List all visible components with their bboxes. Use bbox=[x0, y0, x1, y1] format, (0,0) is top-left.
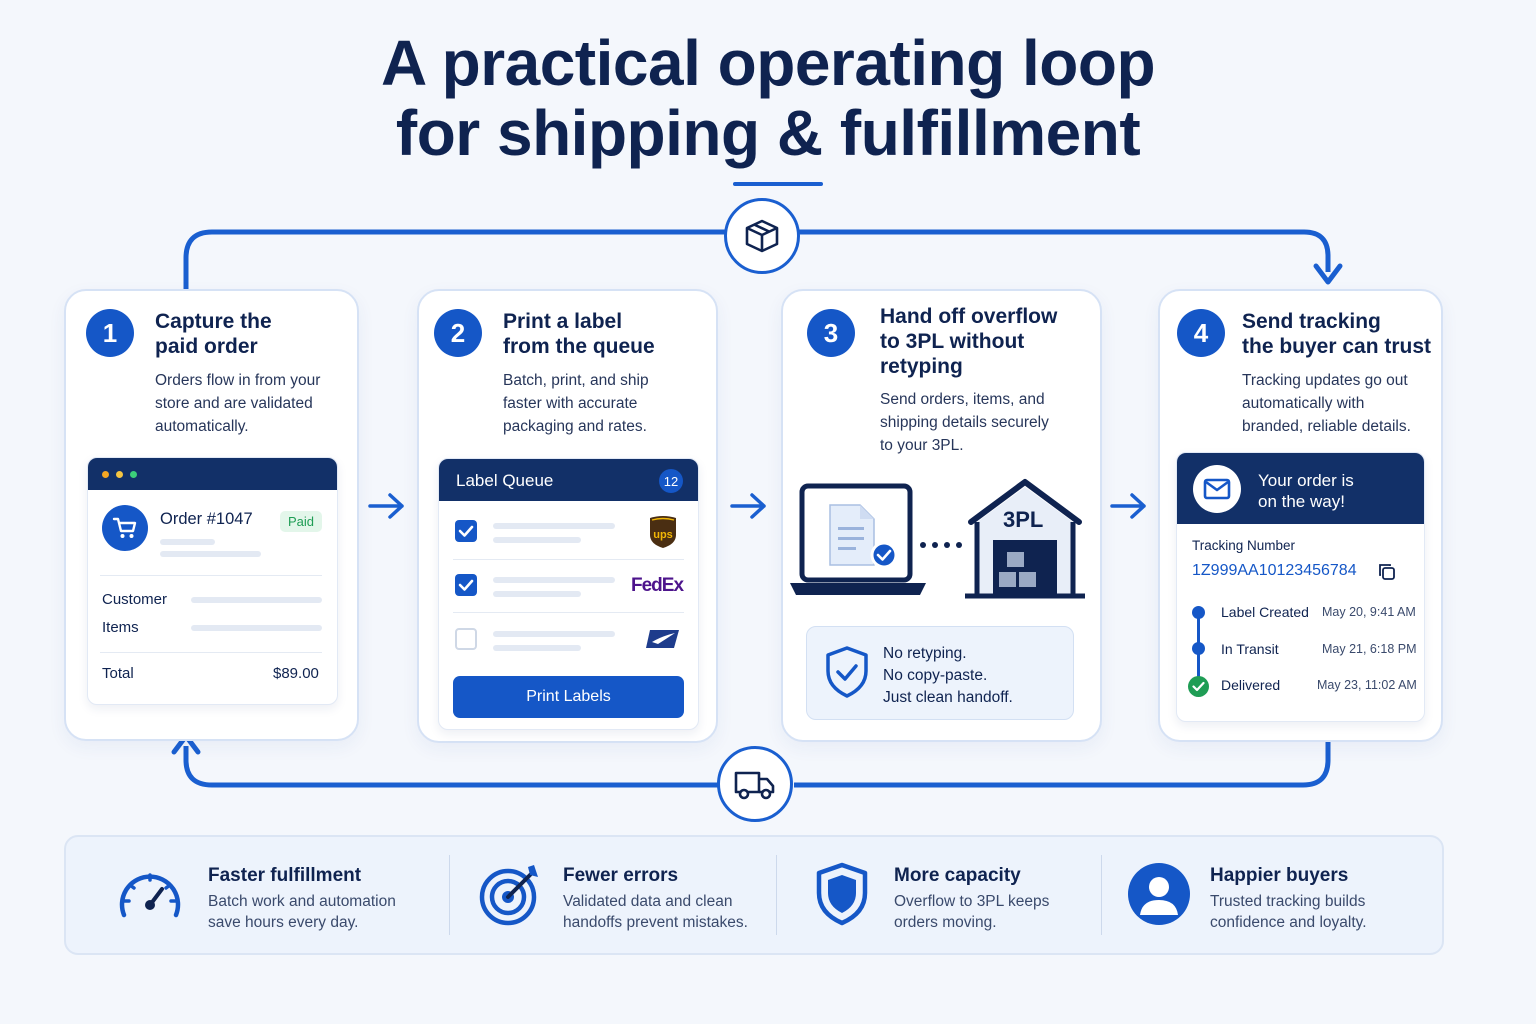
total-label: Total bbox=[102, 665, 134, 682]
step-3-description: Send orders, items, and shipping details… bbox=[880, 391, 1049, 454]
truck-icon bbox=[717, 746, 793, 822]
items-label: Items bbox=[102, 619, 139, 636]
row-checkbox[interactable] bbox=[455, 574, 477, 596]
placeholder-line bbox=[493, 645, 581, 651]
event-status: In Transit bbox=[1221, 641, 1279, 657]
customer-label: Customer bbox=[102, 591, 168, 608]
target-icon bbox=[478, 861, 544, 932]
title-line-2: for shipping & fulfillment bbox=[395, 97, 1141, 169]
arrow-right-icon bbox=[1110, 493, 1146, 519]
total-value: $89.00 bbox=[273, 665, 319, 682]
benefit-title: Fewer errors bbox=[563, 865, 679, 886]
title-line-1: A practical operating loop bbox=[380, 27, 1156, 99]
step-1-description: Orders flow in from your store and are v… bbox=[155, 372, 321, 435]
warehouse-icon bbox=[963, 478, 1087, 605]
placeholder-line bbox=[493, 631, 615, 637]
svg-text:ups: ups bbox=[653, 529, 673, 541]
timeline-dot bbox=[1192, 606, 1205, 619]
step-number-1: 1 bbox=[86, 309, 134, 357]
divider bbox=[776, 855, 777, 935]
order-panel bbox=[87, 457, 338, 705]
usps-eagle-icon bbox=[646, 628, 680, 655]
delivered-check-icon bbox=[1188, 676, 1209, 697]
laptop-icon bbox=[788, 483, 928, 606]
window-dot bbox=[130, 471, 137, 478]
title-underline bbox=[733, 182, 823, 186]
items-value-placeholder bbox=[191, 625, 322, 631]
handoff-text: No retyping. No copy-paste. Just clean h… bbox=[883, 645, 1013, 706]
cart-icon bbox=[102, 505, 148, 551]
window-bar bbox=[88, 458, 337, 490]
window-dot bbox=[102, 471, 109, 478]
customer-value-placeholder bbox=[191, 597, 322, 603]
placeholder-line bbox=[493, 577, 615, 583]
benefit-title: More capacity bbox=[894, 865, 1021, 886]
tracking-header-text: Your order is on the way! bbox=[1258, 471, 1354, 511]
benefit-description: Overflow to 3PL keeps orders moving. bbox=[894, 893, 1050, 931]
tracking-panel bbox=[1176, 452, 1425, 722]
order-number: Order #1047 bbox=[160, 510, 253, 528]
copy-icon[interactable] bbox=[1378, 563, 1396, 586]
placeholder-line bbox=[493, 537, 581, 543]
event-time: May 20, 9:41 AM bbox=[1322, 605, 1416, 619]
benefit-title: Happier buyers bbox=[1210, 865, 1349, 886]
event-time: May 23, 11:02 AM bbox=[1317, 678, 1417, 692]
shield-check-icon bbox=[824, 645, 870, 704]
mail-icon bbox=[1193, 465, 1241, 513]
user-icon bbox=[1128, 863, 1190, 925]
timeline-dot bbox=[1192, 642, 1205, 655]
fedex-logo: FedEx bbox=[631, 575, 684, 596]
ups-logo: ups bbox=[648, 515, 678, 554]
dotted-connector bbox=[919, 536, 965, 554]
placeholder-line bbox=[160, 539, 215, 545]
label-queue-header: Label Queue 12 bbox=[439, 459, 698, 501]
box-icon bbox=[724, 198, 800, 274]
step-4-description: Tracking updates go out automatically wi… bbox=[1242, 372, 1411, 435]
arrow-right-icon bbox=[368, 493, 404, 519]
shield-icon bbox=[815, 861, 869, 932]
divider bbox=[449, 855, 450, 935]
tracking-number[interactable]: 1Z999AA10123456784 bbox=[1192, 562, 1357, 579]
divider bbox=[453, 612, 684, 613]
placeholder-line bbox=[493, 591, 581, 597]
placeholder-line bbox=[493, 523, 615, 529]
benefit-description: Trusted tracking builds confidence and l… bbox=[1210, 893, 1367, 931]
warehouse-label: 3PL bbox=[1003, 507, 1044, 532]
window-dot bbox=[116, 471, 123, 478]
step-number-3: 3 bbox=[807, 309, 855, 357]
step-number-2: 2 bbox=[434, 309, 482, 357]
speedometer-icon bbox=[116, 865, 184, 926]
placeholder-line bbox=[160, 551, 261, 557]
arrow-right-icon bbox=[730, 493, 766, 519]
queue-count-badge: 12 bbox=[659, 469, 683, 493]
step-number-4: 4 bbox=[1177, 309, 1225, 357]
step-2-title: Print a label from the queue bbox=[503, 310, 655, 358]
paid-badge: Paid bbox=[280, 511, 323, 532]
divider bbox=[100, 652, 322, 653]
divider bbox=[453, 559, 684, 560]
print-labels-button[interactable]: Print Labels bbox=[453, 676, 684, 718]
event-status: Delivered bbox=[1221, 677, 1281, 693]
benefit-description: Batch work and automation save hours eve… bbox=[208, 893, 396, 931]
benefits-bar bbox=[64, 835, 1444, 955]
benefit-description: Validated data and clean handoffs preven… bbox=[563, 893, 748, 931]
event-status: Label Created bbox=[1221, 604, 1309, 620]
step-4-title: Send tracking the buyer can trust bbox=[1242, 310, 1432, 358]
step-2-description: Batch, print, and ship faster with accur… bbox=[503, 372, 649, 435]
divider bbox=[100, 575, 322, 576]
event-time: May 21, 6:18 PM bbox=[1322, 642, 1417, 656]
benefit-title: Faster fulfillment bbox=[208, 865, 362, 886]
row-checkbox[interactable] bbox=[455, 520, 477, 542]
page-title: A practical operating loop for shipping … bbox=[0, 28, 1536, 168]
row-checkbox[interactable] bbox=[455, 628, 477, 650]
divider bbox=[1101, 855, 1102, 935]
label-queue-title: Label Queue bbox=[456, 471, 554, 490]
tracking-number-label: Tracking Number bbox=[1192, 538, 1296, 553]
step-3-title: Hand off overflow to 3PL without retypin… bbox=[880, 305, 1058, 378]
step-1-title: Capture the paid order bbox=[155, 310, 272, 358]
